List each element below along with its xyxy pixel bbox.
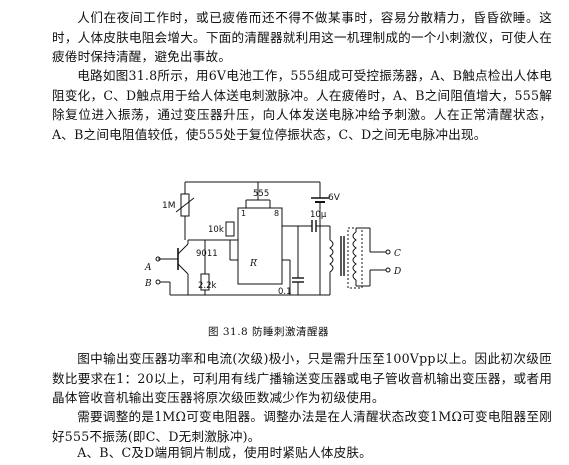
resistor-10k xyxy=(225,221,235,237)
ic-555 xyxy=(229,182,298,295)
capacitor-10u xyxy=(311,220,317,232)
r22k-label: 2.2k xyxy=(198,281,217,291)
reset-pin-label: R xyxy=(249,259,257,269)
transistor-label: 9011 xyxy=(196,249,218,259)
terminal-a-label: A xyxy=(144,263,152,273)
cap01-label: 0.1 xyxy=(278,287,292,297)
figure-caption: 图 31.8 防睡刺激清醒器 xyxy=(208,326,330,338)
terminal-b-label: B xyxy=(144,279,152,289)
r10k-label: 10k xyxy=(208,225,224,235)
terminal-d-label: D xyxy=(393,267,401,277)
terminal-d xyxy=(385,267,391,273)
terminal-c xyxy=(385,249,391,255)
supply-label: 6V xyxy=(328,193,341,203)
terminal-b xyxy=(155,279,161,285)
circuit-description-paragraph: 电路如图31.8所示，用6V电池工作，555组成可受控振荡器，A、B触点检出人体… xyxy=(52,68,552,142)
intro-paragraph: 人们在夜间工作时，或已疲倦而还不得不做某事时，容易分散精力，昏昏欲睡。这时，人体… xyxy=(52,10,552,64)
potentiometer-1m xyxy=(175,182,195,240)
transformer-paragraph: 图中输出变压器功率和电流(次级)极小，只是需升压至100Vpp以上。因此初次级匝… xyxy=(52,351,552,405)
cap10u-label: 10μ xyxy=(310,210,327,220)
pot-label: 1M xyxy=(162,201,176,211)
circuit-diagram: 6V 1M 9011 A B 2.2k xyxy=(144,181,401,297)
resistor-2-2k xyxy=(200,240,210,295)
chip-label: 555 xyxy=(253,189,269,199)
terminal-c-label: C xyxy=(394,249,401,259)
capacitor-0-1 xyxy=(292,226,304,295)
pin1-label: 1 xyxy=(241,209,246,218)
pin8-label: 8 xyxy=(274,209,279,218)
adjustment-paragraph: 需要调整的是1MΩ可变电阻器。调整办法是在人清醒状态改变1MΩ可变电阻器至刚好5… xyxy=(52,409,552,444)
terminal-paragraph: A、B、C及D端用铜片制成，使用时紧贴人体皮肤。 xyxy=(77,445,372,460)
terminal-a xyxy=(155,256,161,262)
battery-symbol xyxy=(311,197,329,295)
transistor-9011 xyxy=(158,240,189,295)
output-transformer xyxy=(320,227,363,296)
